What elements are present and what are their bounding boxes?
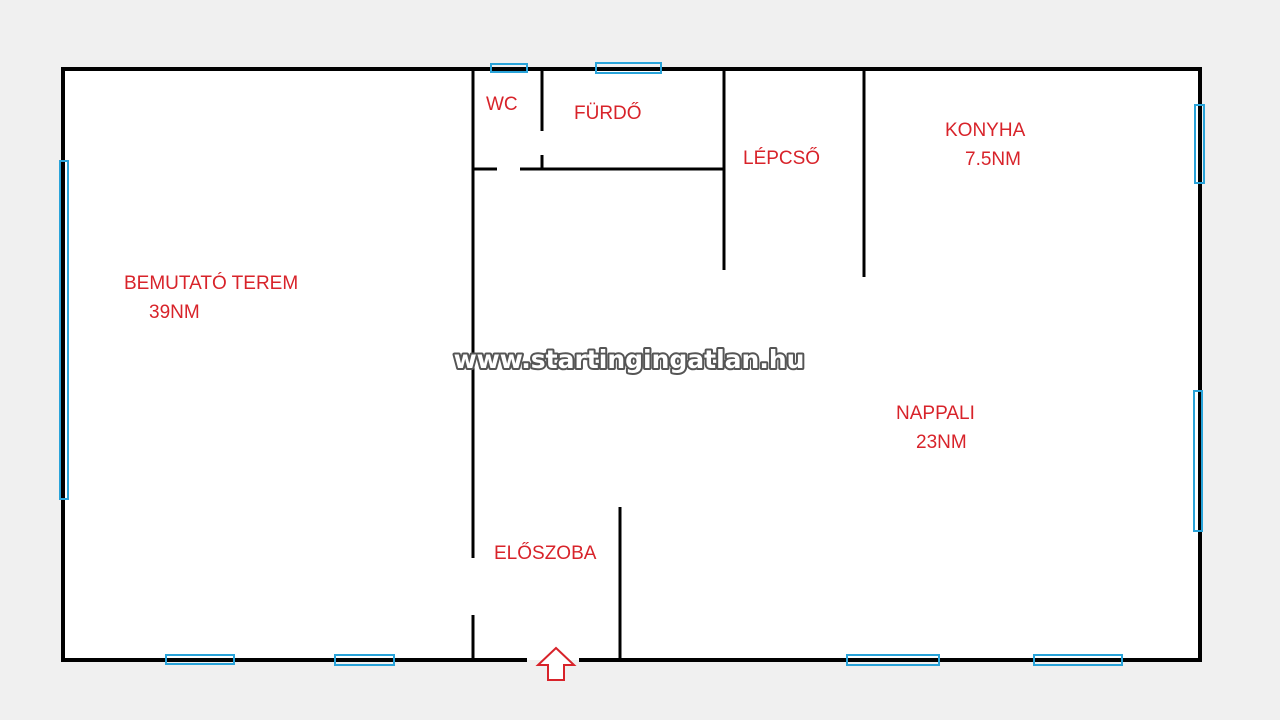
room-label-bemutato-name: BEMUTATÓ TEREM bbox=[124, 272, 298, 294]
room-label-bemutato-area: 39NM bbox=[149, 302, 200, 323]
room-label-konyha-area: 7.5NM bbox=[965, 149, 1021, 170]
window bbox=[59, 160, 69, 500]
windows bbox=[59, 62, 1205, 666]
window bbox=[595, 62, 662, 74]
window bbox=[1194, 104, 1205, 184]
window bbox=[846, 654, 940, 666]
window bbox=[490, 63, 528, 73]
outer-walls bbox=[61, 67, 1202, 662]
interior-walls bbox=[471, 69, 866, 660]
room-label-wc: WC bbox=[486, 94, 518, 115]
entrance-arrow-icon bbox=[535, 646, 577, 681]
room-label-eloszoba: ELŐSZOBA bbox=[494, 542, 597, 564]
window bbox=[165, 654, 235, 665]
room-label-nappali-name: NAPPALI bbox=[896, 403, 975, 424]
window bbox=[1033, 654, 1123, 666]
watermark-url: www.startingingatlan.hu bbox=[454, 345, 805, 374]
window bbox=[334, 654, 395, 666]
room-label-nappali-area: 23NM bbox=[916, 432, 967, 453]
room-label-lepcso: LÉPCSŐ bbox=[743, 147, 820, 169]
window bbox=[1193, 390, 1203, 532]
room-label-konyha-name: KONYHA bbox=[945, 120, 1026, 141]
room-label-furdo: FÜRDŐ bbox=[574, 102, 642, 124]
